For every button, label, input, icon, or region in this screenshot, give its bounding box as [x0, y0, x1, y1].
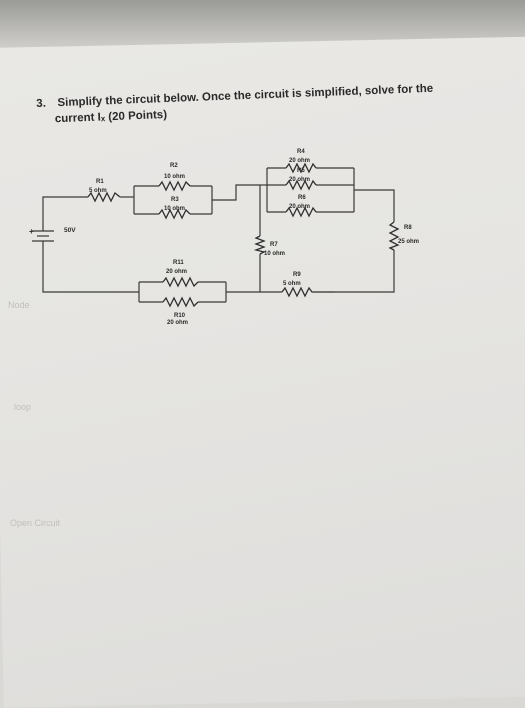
- r1-symbol: [87, 191, 121, 203]
- svg-text:+: +: [29, 227, 34, 236]
- r4-name: R4: [297, 149, 305, 155]
- r2-name: R2: [170, 163, 178, 169]
- r11-symbol: [162, 276, 199, 288]
- r7-value: 10 ohm: [264, 251, 285, 257]
- r8-name: R8: [404, 225, 412, 231]
- r10-symbol: [162, 296, 199, 308]
- r4-value: 20 ohm: [289, 158, 310, 164]
- r5-value: 20 ohm: [289, 177, 310, 183]
- r4-symbol: [285, 162, 317, 174]
- bleed-text-2: loop: [14, 402, 32, 412]
- r8-value: 25 ohm: [398, 239, 419, 245]
- r5-symbol: [285, 179, 317, 191]
- r1-value: 5 ohm: [89, 188, 107, 194]
- r9-symbol: [281, 286, 335, 298]
- r6-value: 20 ohm: [289, 204, 310, 210]
- r7-name: R7: [270, 242, 278, 248]
- r11-name: R11: [173, 260, 184, 266]
- r3-value: 10 ohm: [164, 206, 185, 212]
- r9-name: R9: [293, 272, 301, 278]
- r8-symbol: [388, 221, 400, 251]
- r5-name: R5: [297, 168, 305, 174]
- r6-name: R6: [298, 195, 306, 201]
- r10-value: 20 ohm: [167, 320, 188, 326]
- r10-name: R10: [174, 313, 186, 319]
- r2-value: 10 ohm: [164, 174, 185, 180]
- r11-value: 20 ohm: [166, 269, 187, 275]
- r7-symbol: [253, 235, 266, 255]
- r9-value: 5 ohm: [283, 281, 301, 287]
- r3-symbol: [158, 208, 191, 220]
- r1-name: R1: [96, 179, 104, 185]
- source-label: 50V: [64, 227, 76, 234]
- r3-name: R3: [171, 197, 179, 203]
- bleed-text-3: Node: [8, 300, 30, 310]
- r2-symbol: [158, 180, 191, 192]
- r6-symbol: [285, 206, 317, 218]
- bleed-text-1: Open Circuit: [10, 518, 61, 528]
